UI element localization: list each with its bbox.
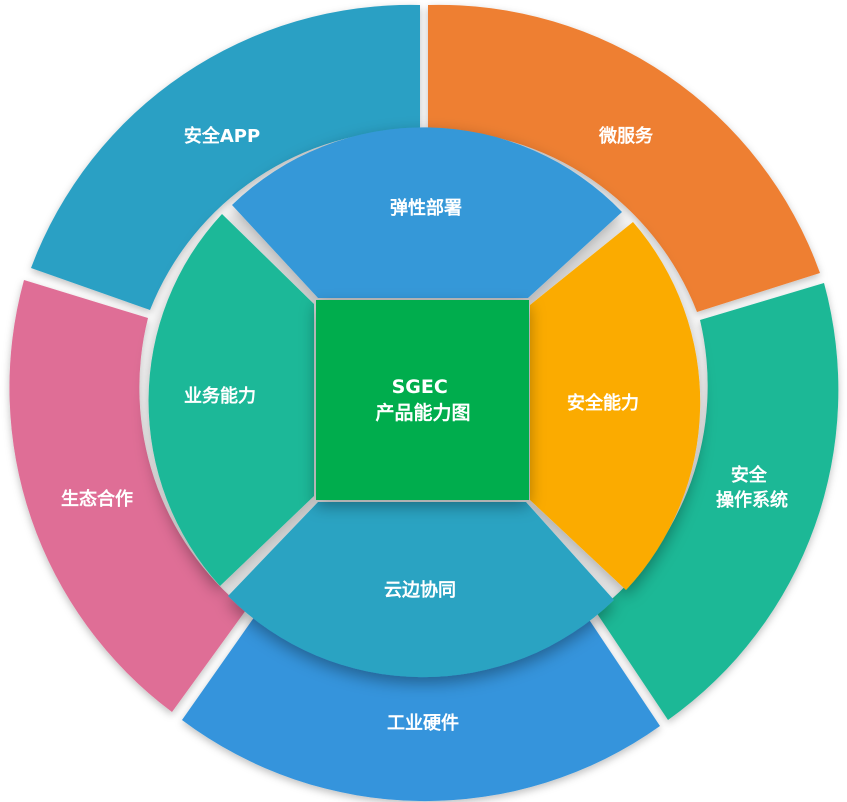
outer-label-secure-os-line1: 安全 [731,464,768,486]
center-title: SGEC 产品能力图 [375,376,470,424]
inner-label-security-capability: 安全能力 [567,392,639,414]
outer-label-security-app: 安全APP [184,125,260,147]
outer-segment-ecosystem [9,280,246,712]
center-title-line2: 产品能力图 [375,401,470,424]
inner-segment-cloud-edge [228,502,614,678]
outer-segment-secure-os [596,283,839,720]
outer-label-ecosystem: 生态合作 [61,488,133,510]
outer-segment-security-app [31,4,420,310]
outer-label-industrial-hardware: 工业硬件 [387,712,459,734]
inner-segment-elastic-deploy [232,127,622,298]
inner-label-elastic-deploy: 弹性部署 [390,197,462,219]
inner-label-cloud-edge: 云边协同 [384,579,456,601]
outer-label-secure-os-line2: 操作系统 [716,489,788,511]
outer-segment-microservice [428,4,820,313]
labels: 安全APP 微服务 安全 操作系统 工业硬件 生态合作 弹性部署 安全能力 云边… [61,125,788,734]
outer-label-secure-os: 安全 操作系统 [716,464,788,511]
center-box [316,300,529,500]
outer-ring [9,4,839,802]
inner-ring [148,127,701,678]
inner-label-business-capability: 业务能力 [184,385,256,407]
outer-segment-industrial-hardware [182,616,660,802]
center-title-line1: SGEC [392,376,448,398]
inner-segment-security-capability [530,222,701,590]
inner-segment-business-capability [148,214,314,586]
outer-label-microservice: 微服务 [598,125,654,147]
